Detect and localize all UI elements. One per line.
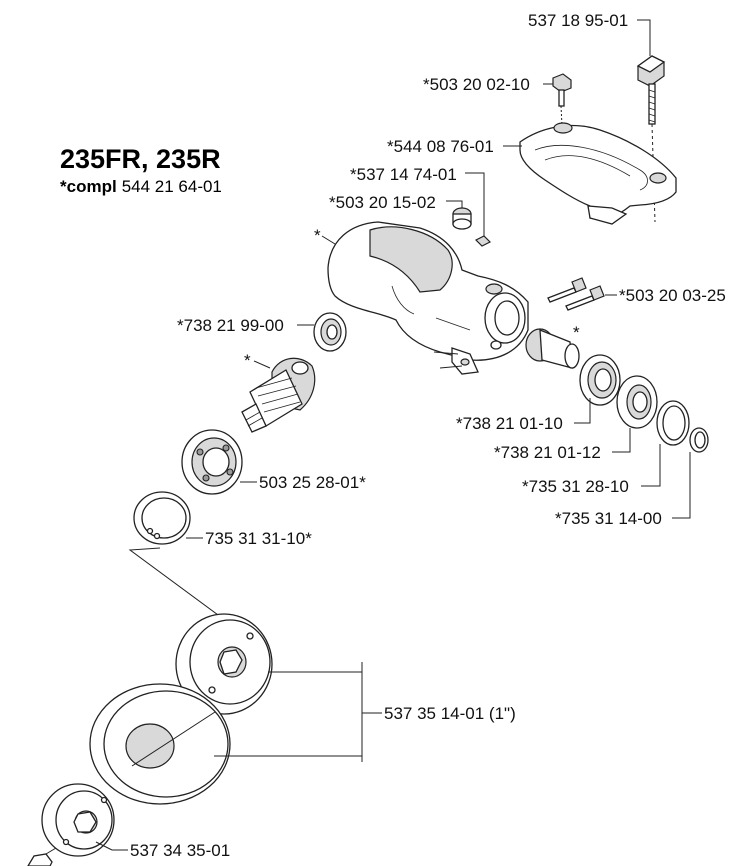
ball-bearing-outer bbox=[616, 375, 658, 429]
label-544-08-76-01: *544 08 76-01 bbox=[387, 137, 494, 156]
label-537-18-95-01: 537 18 95-01 bbox=[528, 11, 628, 30]
label-503-20-03-25: *503 20 03-25 bbox=[619, 286, 726, 305]
clamp-cover bbox=[519, 122, 677, 225]
small-pin bbox=[474, 235, 492, 247]
label-735-31-31-10: 735 31 31-10* bbox=[205, 529, 312, 548]
label-735-31-14-00: *735 31 14-00 bbox=[555, 509, 662, 528]
label-537-14-74-01: *537 14 74-01 bbox=[350, 165, 457, 184]
circlip-small bbox=[689, 427, 709, 453]
support-flange bbox=[175, 613, 273, 715]
label-738-21-01-10: *738 21 01-10 bbox=[456, 414, 563, 433]
label-537-34-35-01: 537 34 35-01 bbox=[130, 841, 230, 860]
pinion-asterisk: * bbox=[573, 323, 580, 342]
plug-screw bbox=[452, 207, 472, 230]
label-503-20-02-10: *503 20 02-10 bbox=[423, 75, 530, 94]
label-537-35-14-01: 537 35 14-01 (1") bbox=[384, 704, 516, 723]
label-503-25-28-01: 503 25 28-01* bbox=[259, 473, 366, 492]
label-503-20-15-02: *503 20 15-02 bbox=[329, 193, 436, 212]
compl-prefix: *compl bbox=[60, 177, 117, 196]
needle-bearing bbox=[313, 312, 347, 352]
housing-bolts bbox=[547, 277, 605, 311]
thrust-washer bbox=[41, 783, 115, 857]
guard-cup bbox=[89, 683, 231, 805]
partial-nut bbox=[27, 847, 57, 866]
circlip-large bbox=[656, 400, 690, 446]
label-738-21-01-12: *738 21 01-12 bbox=[494, 443, 601, 462]
compl-line: *compl 544 21 64-01 bbox=[60, 177, 222, 196]
label-738-21-99-00: *738 21 99-00 bbox=[177, 316, 284, 335]
ball-bearing-right bbox=[579, 354, 621, 406]
compl-number: 544 21 64-01 bbox=[122, 177, 222, 196]
gear-shaft-asterisk: * bbox=[244, 351, 251, 370]
housing-asterisk: * bbox=[314, 226, 321, 245]
gear-housing bbox=[327, 221, 529, 375]
ball-bearing-lower bbox=[181, 429, 243, 495]
circlip-lower bbox=[133, 491, 191, 545]
output-gear-shaft bbox=[241, 357, 316, 433]
model-title: 235FR, 235R bbox=[60, 144, 221, 174]
small-screw bbox=[552, 73, 572, 127]
label-735-31-28-10: *735 31 28-10 bbox=[522, 477, 629, 496]
input-pinion bbox=[525, 328, 580, 369]
